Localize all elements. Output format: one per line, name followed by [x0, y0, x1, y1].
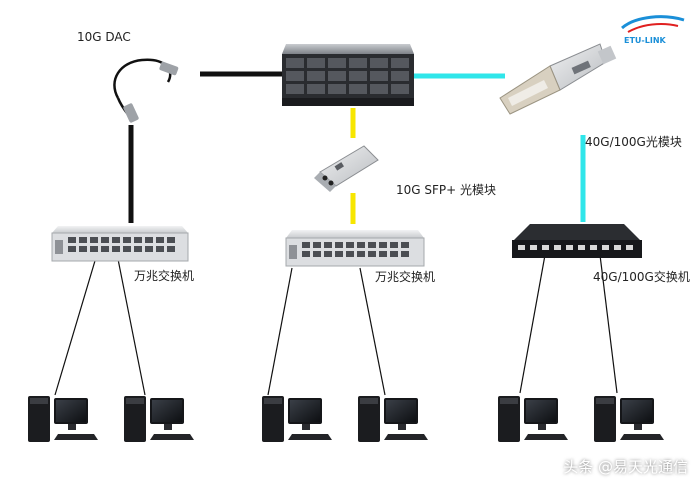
computer-icon	[358, 396, 428, 442]
middle-switch-label: 万兆交换机	[375, 270, 436, 284]
computer-icon	[124, 396, 194, 442]
sfp-module-label: 10G SFP+ 光模块	[396, 183, 497, 197]
qsfp-module-icon	[499, 43, 617, 115]
watermark: 头条 @易天光通信	[563, 458, 688, 476]
computer-icon	[594, 396, 664, 442]
left-switch-label: 万兆交换机	[134, 269, 195, 283]
switch-to-pc-links	[54, 243, 618, 396]
right-switch-label: 40G/100G交换机	[593, 270, 690, 284]
dac-cable-icon	[113, 58, 179, 123]
svg-text:ETU-LINK: ETU-LINK	[624, 36, 667, 45]
dac-label: 10G DAC	[77, 30, 131, 44]
switch-icon	[285, 230, 425, 267]
server-icon	[282, 44, 414, 106]
computer-icon	[498, 396, 568, 442]
switch-icon	[51, 226, 189, 262]
switch-icon	[512, 224, 642, 258]
computer-icon	[262, 396, 332, 442]
sfp-module-icon	[314, 145, 379, 192]
computer-icon	[28, 396, 98, 442]
etu-link-logo: ETU-LINK	[621, 15, 685, 45]
qsfp-module-label: 40G/100G光模块	[585, 135, 682, 149]
